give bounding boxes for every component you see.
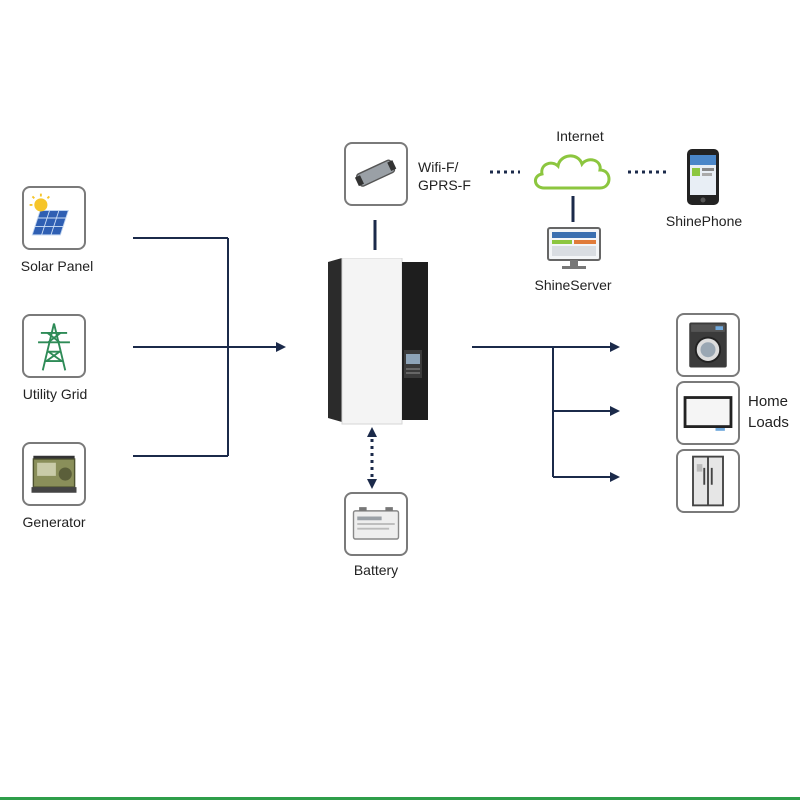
tv-box (676, 381, 740, 445)
wifi-module-label-line1: Wifi-F/ (418, 159, 459, 175)
generator-box (22, 442, 86, 506)
generator-label: Generator (22, 514, 86, 530)
battery-box (344, 492, 408, 556)
utility-grid-box (22, 314, 86, 378)
home-loads-label-line1: Home (748, 393, 789, 410)
wifi-module-label: Wifi-F/ GPRS-F (418, 158, 471, 194)
home-loads-label: Home Loads (748, 391, 789, 433)
battery-icon (352, 507, 400, 540)
internet-label: Internet (556, 128, 604, 144)
wifi-stick-icon (354, 159, 397, 187)
wifi-module-label-line2: GPRS-F (418, 177, 471, 193)
cloud-icon (534, 154, 611, 190)
smartphone-icon (687, 149, 719, 205)
power-tower-icon (38, 323, 70, 371)
load-bus-lines (472, 342, 620, 482)
home-loads-label-line2: Loads (748, 414, 789, 431)
monitor-icon (547, 227, 601, 269)
generator-icon (31, 455, 77, 493)
washing-machine-box (676, 313, 740, 377)
source-bus-lines (133, 237, 286, 457)
bottom-accent-bar (0, 797, 800, 800)
wifi-module-box (344, 142, 408, 206)
battery-label: Battery (353, 562, 399, 578)
phone-label: ShinePhone (665, 213, 743, 229)
tv-icon (683, 396, 733, 431)
refrigerator-icon (692, 455, 724, 507)
refrigerator-box (676, 449, 740, 513)
utility-grid-label: Utility Grid (22, 386, 88, 402)
washing-machine-icon (689, 322, 727, 368)
solar-panel-label: Solar Panel (20, 258, 94, 274)
server-label: ShineServer (534, 277, 612, 293)
solar-panel-box (22, 186, 86, 250)
solar-panel-icon (29, 193, 69, 236)
inverter-icon (328, 258, 428, 425)
